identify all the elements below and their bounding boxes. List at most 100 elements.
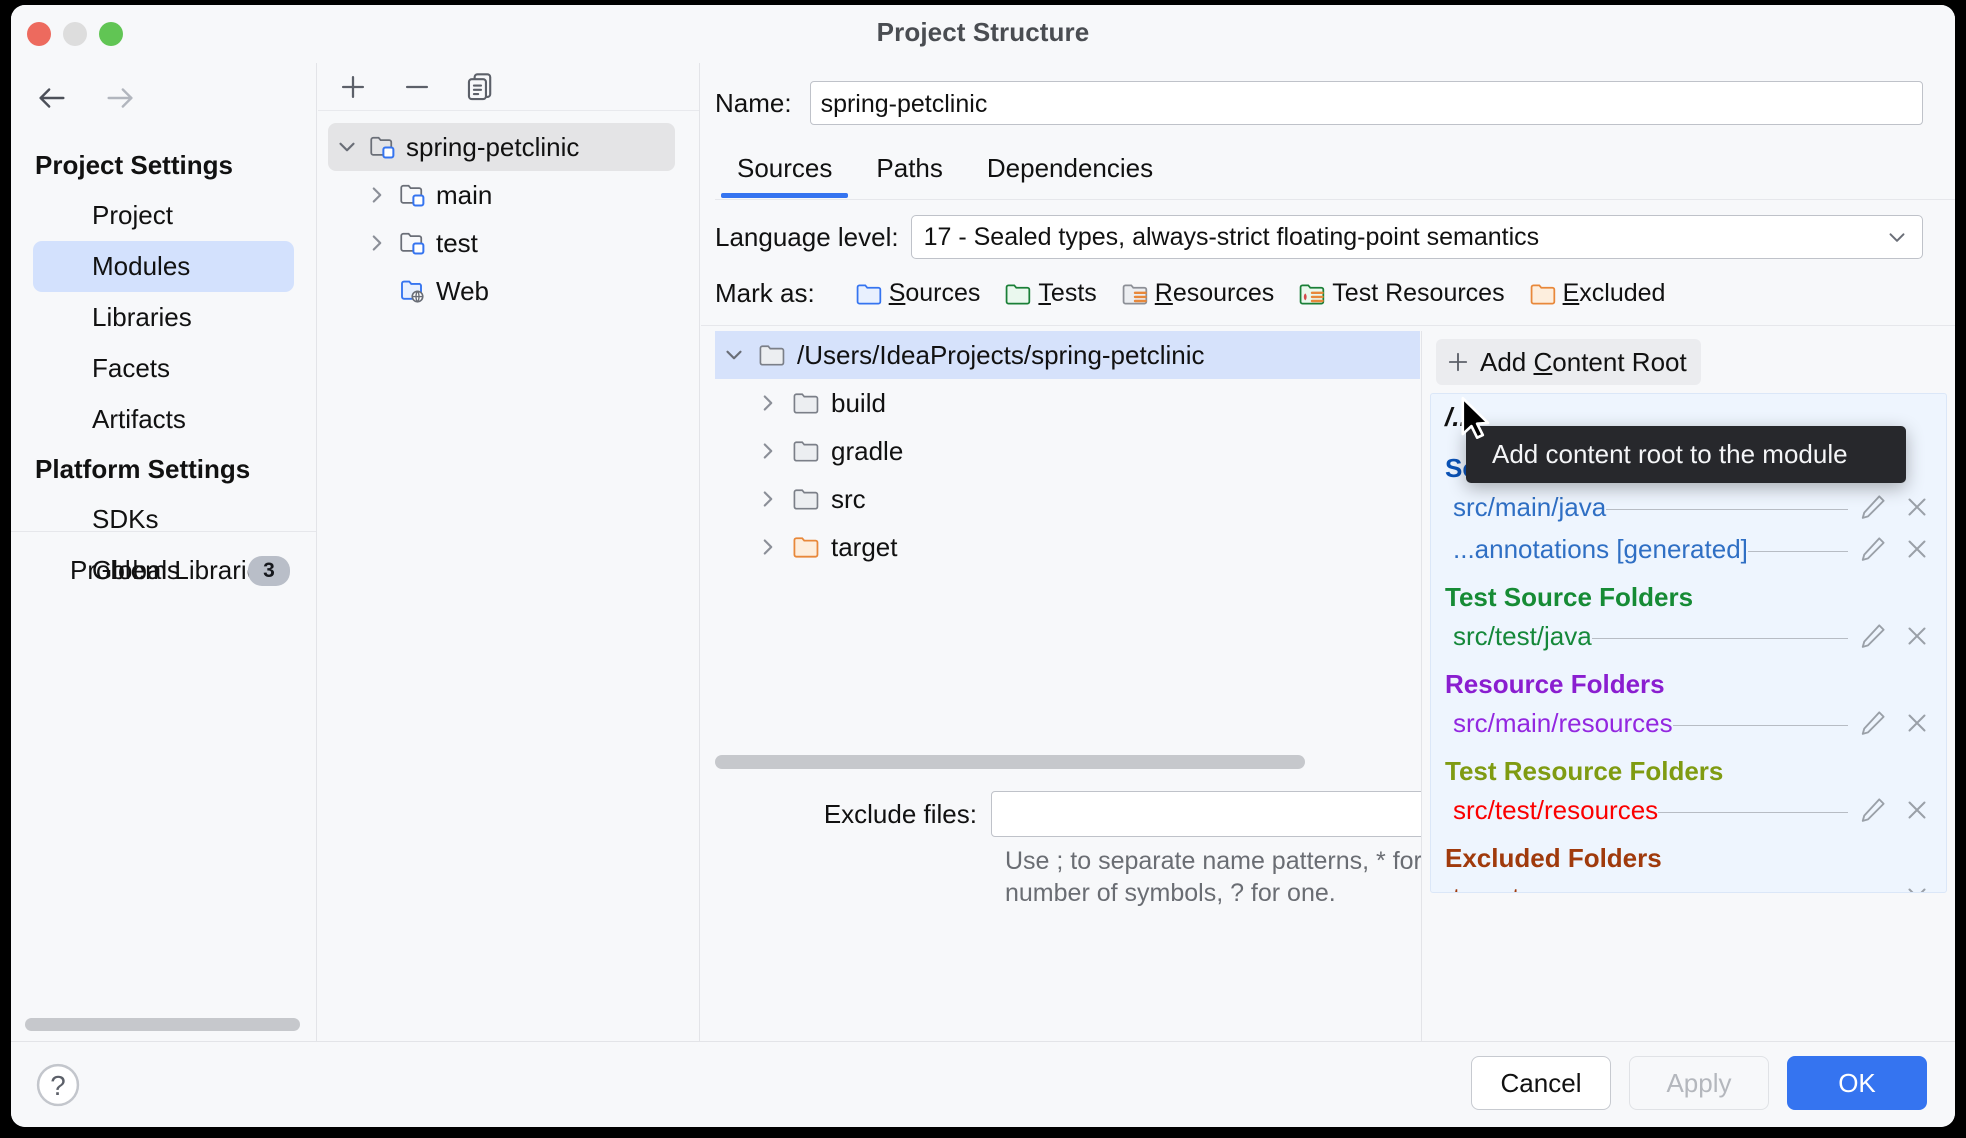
sidebar-item-project[interactable]: Project (92, 200, 173, 230)
mark-as-test-resources-label: Test Resources (1332, 279, 1505, 307)
content-root-tree-row-target[interactable]: target (715, 523, 1420, 571)
language-level-dropdown[interactable]: 17 - Sealed types, always-strict floatin… (910, 215, 1923, 259)
folder-path: src/test/java (1453, 620, 1592, 651)
module-tree-row-spring-petclinic[interactable]: spring-petclinic (328, 123, 675, 171)
folder-icon (759, 345, 785, 366)
remove-folder-icon[interactable] (1902, 708, 1932, 738)
sidebar-item-facets[interactable]: Facets (92, 353, 171, 383)
window-title: Project Structure (876, 17, 1090, 47)
arrow-left-icon[interactable] (35, 81, 69, 115)
chevron-right-icon[interactable] (755, 438, 781, 464)
content-root-horizontal-scrollbar[interactable] (715, 755, 1305, 769)
dotted-filler (1520, 886, 1889, 892)
content-root-tree-row-src[interactable]: src (715, 475, 1420, 523)
remove-folder-icon[interactable] (1902, 621, 1932, 651)
minus-icon[interactable] (400, 70, 434, 104)
ok-button[interactable]: OK (1787, 1056, 1927, 1110)
mark-as-excluded-button[interactable]: Excluded (1517, 275, 1678, 312)
group-title-test-source-folders: Test Source Folders (1445, 582, 1694, 612)
exclude-files-input[interactable] (991, 791, 1501, 837)
plus-icon (1448, 352, 1468, 372)
edit-pencil-icon[interactable] (1858, 795, 1888, 825)
arrow-right-icon[interactable] (103, 81, 137, 115)
sidebar-group-platform-settings: Platform Settings (35, 454, 251, 484)
content-root-tree-row-root[interactable]: /Users/IdeaProjects/spring-petclinic (715, 331, 1420, 379)
mark-as-resources-label: Resources (1154, 279, 1275, 307)
module-tree: spring-petclinic main test (318, 112, 699, 315)
mark-as-excluded-label: Excluded (1562, 279, 1666, 307)
sidebar-horizontal-scrollbar[interactable] (25, 1018, 300, 1031)
module-tree-label: main (436, 179, 493, 210)
dialog-action-buttons: Cancel Apply OK (1471, 1056, 1927, 1110)
remove-folder-icon[interactable] (1902, 795, 1932, 825)
apply-button[interactable]: Apply (1629, 1056, 1769, 1110)
tab-sources[interactable]: Sources (715, 145, 854, 198)
copy-icon[interactable] (464, 70, 498, 104)
exclude-files-row: Exclude files: (701, 791, 1501, 837)
add-content-root-button[interactable]: Add Content Root (1436, 339, 1701, 385)
detail-tabs: Sources Paths Dependencies (715, 145, 1175, 198)
remove-folder-icon[interactable] (1902, 534, 1932, 564)
dotted-filler (1672, 712, 1848, 726)
folder-path: target (1453, 882, 1520, 893)
zoom-window-button[interactable] (99, 22, 123, 46)
mouse-cursor-icon (1461, 396, 1490, 439)
remove-folder-icon[interactable] (1902, 882, 1932, 893)
sidebar-item-modules[interactable]: Modules (33, 241, 294, 292)
chevron-right-icon[interactable] (755, 534, 781, 560)
folder-entry-src-main-resources: src/main/resources (1431, 702, 1946, 744)
module-name-label: Name: (715, 87, 792, 118)
group-title-excluded-folders: Excluded Folders (1445, 843, 1662, 873)
chevron-right-icon[interactable] (755, 486, 781, 512)
chevron-right-icon[interactable] (364, 182, 390, 208)
chevron-down-icon[interactable] (721, 342, 747, 368)
help-question-icon[interactable]: ? (35, 1062, 81, 1108)
module-name-input[interactable]: spring-petclinic (809, 81, 1923, 125)
module-tree-panel: spring-petclinic main test (318, 63, 700, 1041)
tab-paths[interactable]: Paths (876, 153, 943, 183)
chevron-down-icon (1889, 233, 1905, 242)
mark-as-resources-button[interactable]: Resources (1109, 275, 1287, 312)
plus-icon[interactable] (336, 70, 370, 104)
module-tree-row-web[interactable]: Web (328, 267, 675, 315)
folder-resources-icon (1122, 283, 1147, 304)
module-tree-row-test[interactable]: test (328, 219, 675, 267)
content-root-tree-row-gradle[interactable]: gradle (715, 427, 1420, 475)
content-root-file-tree: /Users/IdeaProjects/spring-petclinic bui… (715, 331, 1420, 736)
mark-as-sources-button[interactable]: Sources (843, 275, 993, 312)
close-window-button[interactable] (27, 22, 51, 46)
remove-folder-icon[interactable] (1902, 492, 1932, 522)
folder-path: src/main/resources (1453, 707, 1673, 738)
chevron-right-icon[interactable] (755, 390, 781, 416)
chevron-down-icon[interactable] (334, 134, 360, 160)
sidebar-item-artifacts[interactable]: Artifacts (92, 404, 186, 434)
minimize-window-button[interactable] (63, 22, 87, 46)
title-bar: Project Structure (11, 5, 1955, 63)
module-tree-row-main[interactable]: main (328, 171, 675, 219)
content-root-tree-row-build[interactable]: build (715, 379, 1420, 427)
folder-excluded-icon (1530, 283, 1555, 304)
edit-pencil-icon[interactable] (1858, 708, 1888, 738)
chevron-right-icon[interactable] (364, 230, 390, 256)
folder-path: ...annotations [generated] (1453, 533, 1748, 564)
folder-icon (793, 441, 819, 462)
mark-as-row: Mark as: Sources Tests Resources (715, 275, 1677, 312)
mark-as-test-resources-button[interactable]: Test Resources (1286, 275, 1516, 312)
sidebar-item-problems[interactable]: Problems 3 (11, 545, 316, 596)
edit-pencil-icon[interactable] (1858, 492, 1888, 522)
edit-pencil-icon[interactable] (1858, 621, 1888, 651)
folder-icon (793, 393, 819, 414)
language-level-label: Language level: (715, 221, 899, 252)
edit-pencil-icon[interactable] (1858, 534, 1888, 564)
tooltip-text: Add content root to the module (1492, 439, 1848, 469)
tab-dependencies[interactable]: Dependencies (986, 153, 1154, 183)
cancel-button[interactable]: Cancel (1471, 1056, 1611, 1110)
sidebar-item-global-libraries[interactable]: Global Libraries (92, 555, 275, 585)
web-facet-icon (401, 280, 424, 303)
content-root-tree-label: gradle (831, 435, 904, 466)
mark-as-tests-label: Tests (1038, 279, 1097, 307)
sidebar-item-libraries[interactable]: Libraries (92, 302, 192, 332)
sidebar-item-sdks[interactable]: SDKs (92, 504, 159, 534)
mark-as-tests-button[interactable]: Tests (992, 275, 1108, 312)
language-level-row: Language level: 17 - Sealed types, alway… (715, 215, 1923, 259)
